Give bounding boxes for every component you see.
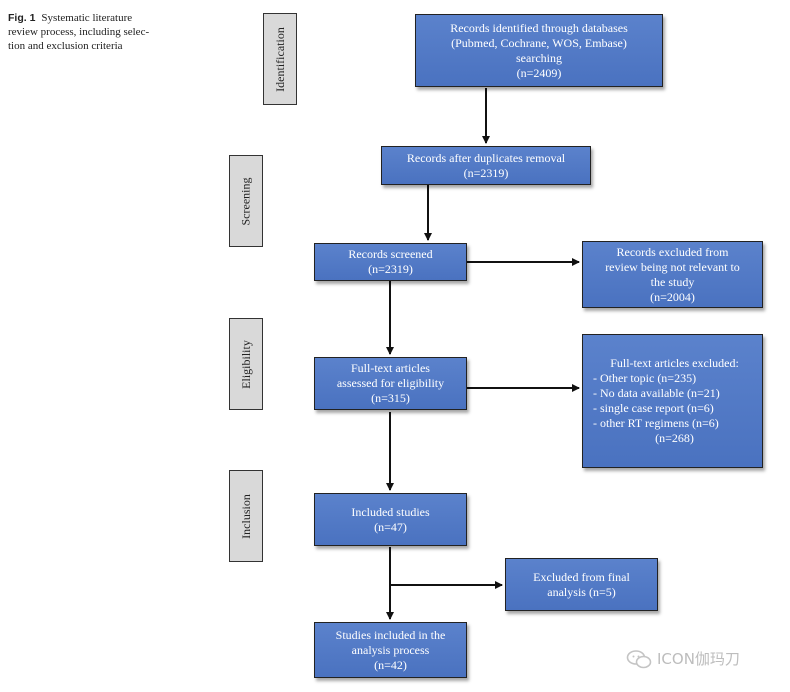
box-line: Records after duplicates removal [406,150,566,165]
box-line: Records excluded from [616,244,729,259]
caption-line: tion and exclusion criteria [8,40,123,52]
box-line: (n=2319) [463,165,509,180]
box-fulltext-assessed: Full-text articles assessed for eligibil… [314,357,467,410]
exclusion-item: - No data available (n=21) [593,386,720,400]
box-excluded-final: Excluded from final analysis (n=5) [505,558,658,611]
box-line: analysis (n=5) [547,584,616,599]
box-title: Full-text articles excluded: [610,356,739,370]
figure-label: Fig. 1 [8,12,36,24]
wechat-icon [626,649,652,669]
box-fulltext-excluded: Full-text articles excluded: - Other top… [582,334,763,468]
box-included-studies: Included studies (n=47) [314,493,467,546]
exclusion-item: - single case report (n=6) [593,401,714,415]
box-line: assessed for eligibility [336,376,445,390]
stage-screening: Screening [229,155,263,247]
exclusion-total: (n=268) [655,431,694,445]
box-studies-final: Studies included in the analysis process… [314,622,467,678]
box-line: Included studies [351,504,430,519]
stage-inclusion: Inclusion [229,470,263,562]
caption-line: review process, including selec- [8,26,150,38]
stage-eligibility: Eligibility [229,318,263,410]
box-line: (n=47) [374,519,407,534]
box-line: Studies included in the [335,627,446,642]
box-duplicates-removed: Records after duplicates removal (n=2319… [381,146,591,185]
box-line: (n=2409) [516,65,562,80]
box-line: (n=315) [371,391,410,405]
stage-identification: Identification [263,13,297,105]
box-line: Records screened [348,247,433,261]
box-line: (Pubmed, Cochrane, WOS, Embase) [451,35,627,50]
box-line: Records identified through databases [450,20,628,35]
exclusion-item: - Other topic (n=235) [593,371,697,385]
watermark: ICON伽玛刀 [626,648,740,669]
figure-caption: Fig. 1 Systematic literature review proce… [8,11,208,53]
box-records-screened: Records screened (n=2319) [314,243,467,281]
caption-line: Systematic literature [41,12,133,24]
box-line: (n=42) [374,657,407,672]
box-line: review being not relevant to [605,259,740,274]
box-line: (n=2319) [368,262,413,276]
box-records-identified: Records identified through databases (Pu… [415,14,663,87]
watermark-text: ICON伽玛刀 [657,650,740,668]
box-line: analysis process [351,642,430,657]
box-line: Full-text articles [351,361,430,375]
box-records-excluded: Records excluded from review being not r… [582,241,763,308]
box-line: (n=2004) [650,289,695,304]
exclusion-item: - other RT regimens (n=6) [593,416,719,430]
box-line: searching [516,50,562,65]
box-line: Excluded from final [533,569,630,584]
box-line: the study [650,274,695,289]
